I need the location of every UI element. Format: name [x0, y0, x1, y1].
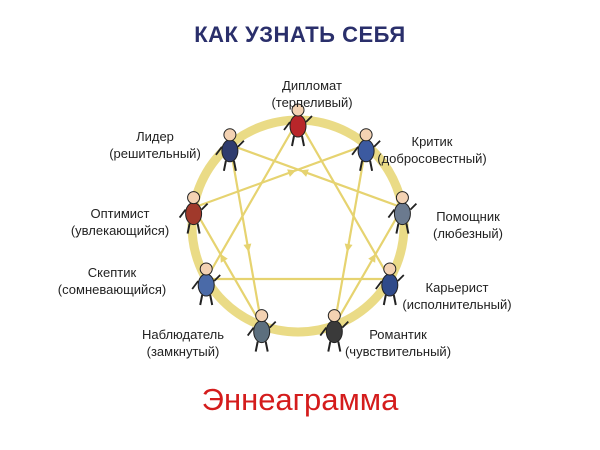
figure-body	[357, 139, 375, 163]
type-name: Романтик	[369, 327, 427, 342]
hexad-arrowhead	[287, 169, 297, 177]
figure-legs	[395, 223, 410, 234]
figure-legs	[186, 223, 201, 234]
observer-figure	[246, 309, 277, 352]
figure-body	[289, 114, 307, 138]
hexad-arrowhead	[344, 243, 353, 253]
type-label-careerist: Карьерист (исполнительный)	[402, 279, 511, 313]
figure-legs	[254, 341, 269, 352]
critic-figure	[351, 128, 381, 171]
type-descriptor: (замкнутый)	[146, 344, 220, 359]
diplomat-figure	[283, 103, 313, 147]
type-label-critic: Критик (добросовестный)	[377, 133, 486, 167]
type-name: Оптимист	[90, 206, 150, 221]
skeptic-figure	[191, 262, 221, 306]
figure-body	[197, 273, 215, 297]
type-descriptor: (добросовестный)	[377, 151, 487, 166]
figure-legs	[327, 341, 342, 352]
type-descriptor: (сомневающийся)	[57, 282, 167, 297]
type-descriptor: (любезный)	[433, 226, 503, 241]
figure-head	[395, 191, 409, 205]
figure-legs	[199, 294, 214, 306]
type-descriptor: (исполнительный)	[402, 297, 512, 312]
slide-title: КАК УЗНАТЬ СЕБЯ	[194, 22, 406, 47]
type-name: Скептик	[87, 265, 137, 280]
type-label-leader: Лидер (решительный)	[109, 128, 201, 162]
figure-arms	[215, 140, 245, 156]
type-label-diplomat: Дипломат (терпеливый)	[271, 77, 352, 111]
figure-body	[221, 139, 239, 163]
figure-legs	[382, 294, 397, 306]
hexad-arrowhead	[299, 169, 309, 177]
figure-body	[253, 320, 271, 344]
figure-head	[199, 262, 213, 276]
type-label-romantic: Романтик (чувствительный)	[345, 326, 451, 360]
figure-head	[255, 309, 269, 323]
figure-body	[185, 202, 203, 226]
figure-arms	[387, 202, 418, 219]
figure-arms	[283, 115, 313, 131]
enneagram-triangle	[205, 118, 391, 281]
type-label-observer: Наблюдатель (замкнутый)	[142, 326, 224, 360]
figure-head	[291, 103, 305, 117]
type-descriptor: (решительный)	[109, 146, 201, 161]
type-name: Помощник	[436, 209, 500, 224]
type-descriptor: (чувствительный)	[344, 344, 452, 359]
type-label-optimist: Оптимист (увлекающийся)	[71, 205, 169, 239]
careerist-figure	[375, 262, 405, 306]
figure-body	[393, 202, 411, 226]
figure-arms	[178, 202, 209, 219]
type-name: Карьерист	[425, 280, 489, 295]
figure-arms	[375, 274, 405, 290]
optimist-figure	[178, 191, 209, 234]
figure-legs	[291, 135, 305, 147]
figure-arms	[319, 320, 349, 337]
figure-body	[381, 273, 399, 297]
figure-head	[359, 128, 373, 142]
enneagram-caption: Эннеаграмма	[201, 382, 399, 417]
type-name: Критик	[411, 134, 453, 149]
type-name: Дипломат	[282, 78, 342, 93]
leader-figure	[215, 128, 245, 171]
figure-head	[187, 191, 201, 205]
type-name: Лидер	[136, 129, 174, 144]
figure-arms	[351, 140, 381, 156]
hexad-arrowhead	[368, 253, 376, 263]
type-label-skeptic: Скептик (сомневающийся)	[58, 264, 166, 298]
type-descriptor: (терпеливый)	[271, 95, 353, 110]
figure-legs	[359, 160, 374, 171]
figure-arms	[191, 274, 221, 290]
enneagram-figure	[178, 103, 418, 352]
figure-head	[223, 128, 237, 142]
figure-legs	[222, 160, 237, 171]
figure-arms	[246, 320, 277, 337]
helper-figure	[387, 191, 418, 234]
figure-head	[327, 309, 341, 323]
type-descriptor: (увлекающийся)	[70, 223, 170, 238]
hexad-arrowhead	[220, 253, 228, 263]
figure-body	[325, 320, 343, 344]
type-label-helper: Помощник (любезный)	[433, 208, 503, 242]
figure-head	[383, 262, 397, 276]
type-name: Наблюдатель	[141, 327, 225, 342]
hexad-arrowhead	[243, 243, 252, 253]
romantic-figure	[319, 309, 349, 352]
